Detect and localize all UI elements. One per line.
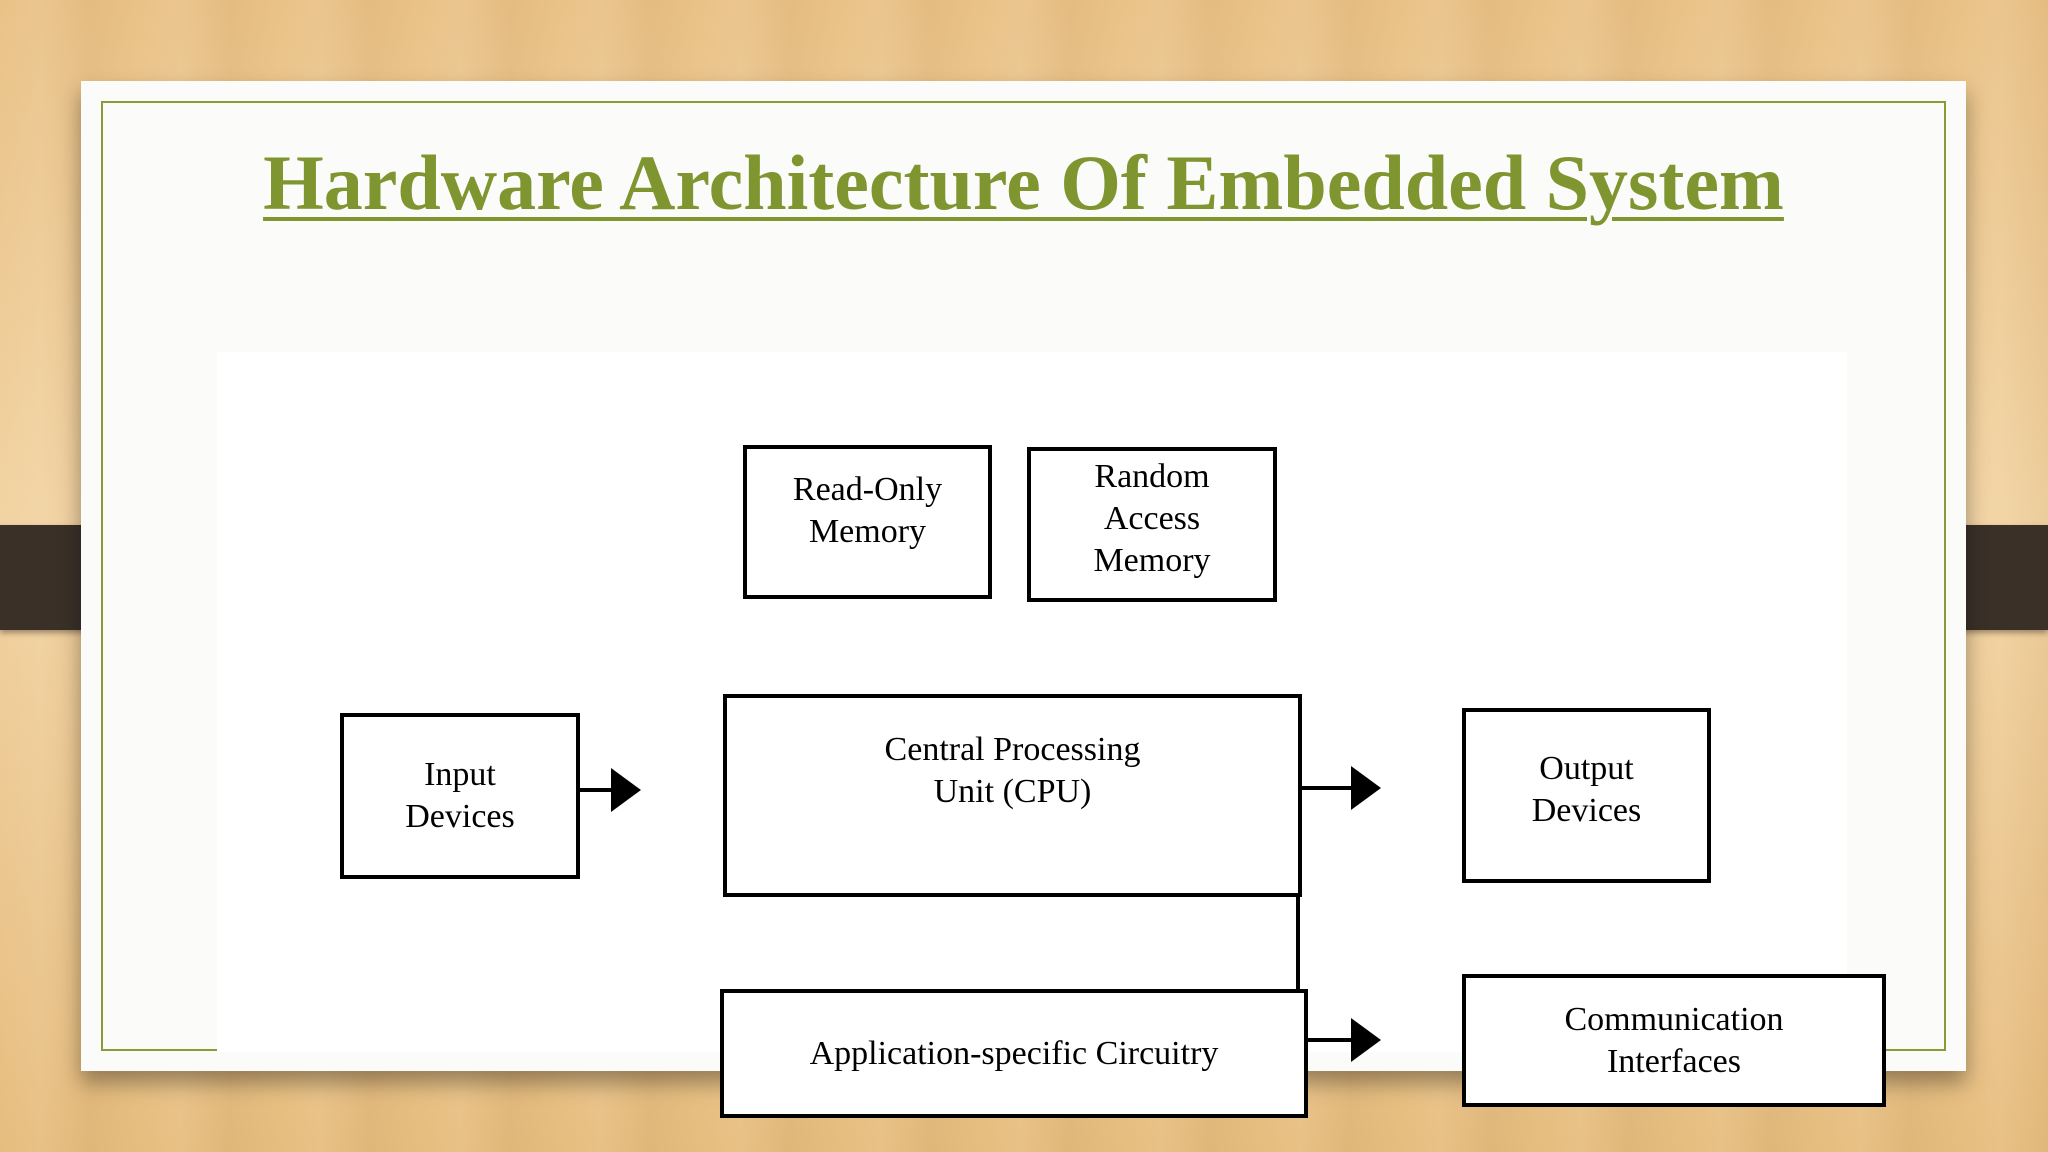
input-devices-label: Input Devices (405, 756, 515, 835)
architecture-diagram: Read-Only Memory Random Access Memory In… (217, 352, 1886, 1118)
cpu-box: Central Processing Unit (CPU) (723, 694, 1302, 897)
ram-box: Random Access Memory (1027, 447, 1277, 602)
application-circuitry-box: Application-specific Circuitry (720, 989, 1308, 1118)
slide-title: Hardware Architecture Of Embedded System (263, 139, 1784, 226)
output-devices-box: Output Devices (1462, 708, 1711, 883)
input-devices-box: Input Devices (340, 713, 580, 879)
slide: Hardware Architecture Of Embedded System (81, 81, 1966, 1118)
rom-label: Read-Only Memory (792, 471, 943, 550)
cpu-label: Central Processing Unit (CPU) (884, 730, 1141, 810)
communication-interfaces-label: Communication Interfaces (1564, 1000, 1784, 1080)
communication-interfaces-box: Communication Interfaces (1462, 974, 1886, 1107)
rom-box: Read-Only Memory (743, 445, 992, 599)
application-circuitry-label: Application-specific Circuitry (809, 1034, 1219, 1072)
output-devices-label: Output Devices (1531, 749, 1642, 829)
ram-label: Random Access Memory (1093, 457, 1211, 579)
